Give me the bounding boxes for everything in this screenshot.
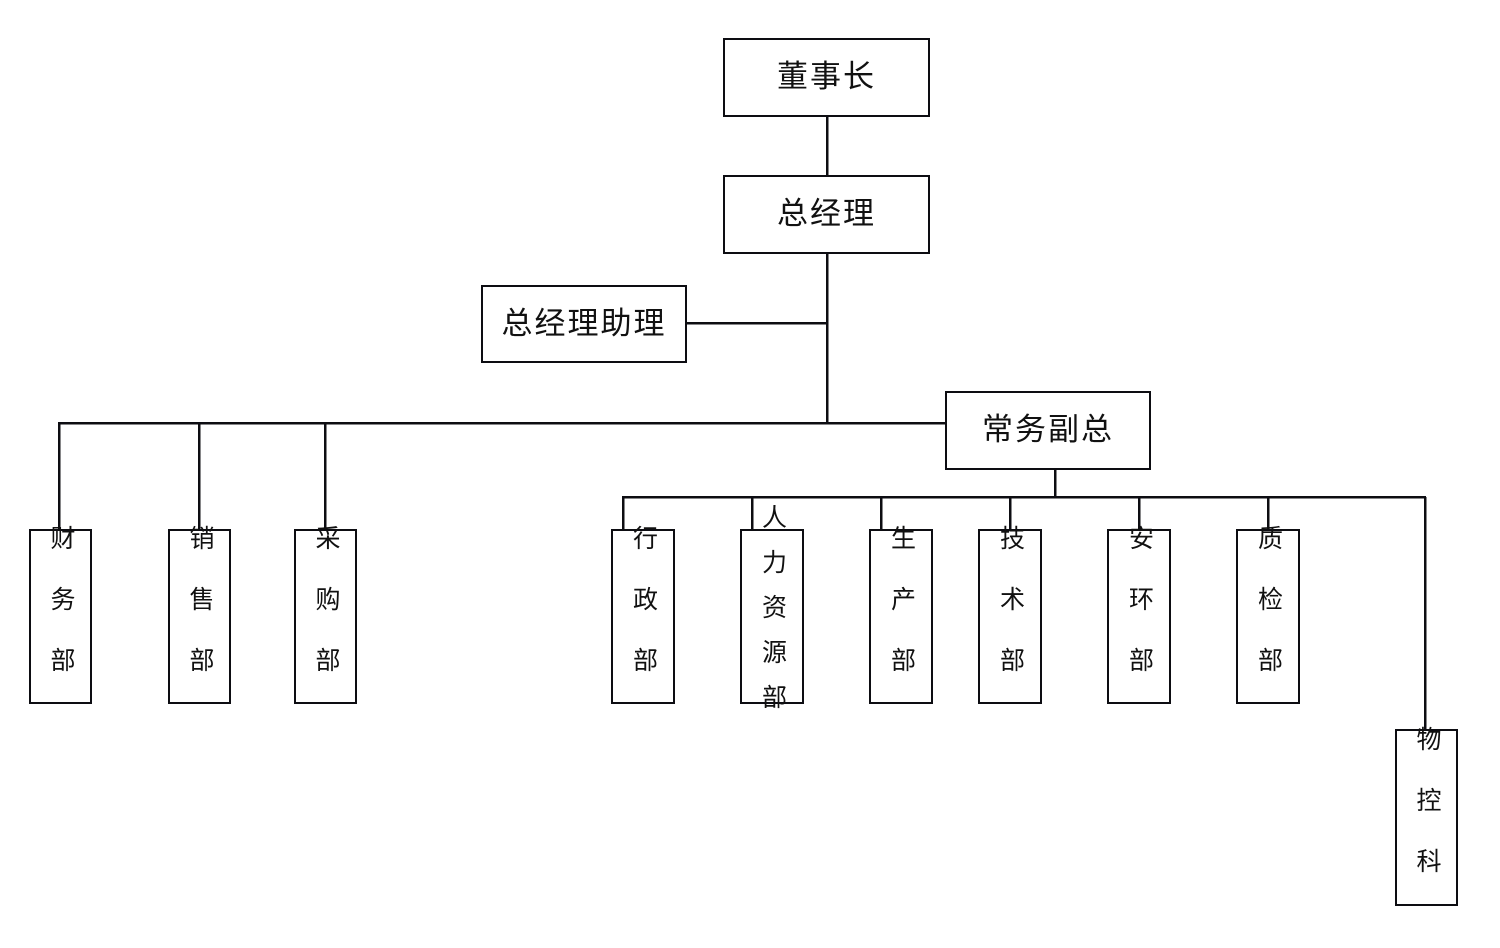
node-dept-safety-environment-label: 安环部 [1125, 525, 1155, 708]
node-dept-quality-inspection-label: 质检部 [1254, 525, 1284, 708]
node-chairman[interactable]: 董事长 [723, 38, 930, 117]
node-executive-vp[interactable]: 常务副总 [945, 391, 1151, 470]
node-dept-procurement[interactable]: 采购部 [294, 525, 357, 708]
node-dept-procurement-label: 采购部 [312, 525, 341, 708]
node-dept-production[interactable]: 生产部 [869, 525, 933, 708]
node-dept-quality-inspection[interactable]: 质检部 [1236, 525, 1300, 708]
node-dept-material-control[interactable]: 物控科 [1395, 726, 1458, 909]
node-dept-administration[interactable]: 行政部 [611, 525, 675, 708]
node-general-manager[interactable]: 总经理 [723, 175, 930, 254]
node-executive-vp-label: 常务副总 [982, 412, 1114, 449]
node-dept-technology[interactable]: 技术部 [978, 525, 1042, 708]
node-dept-technology-label: 技术部 [996, 525, 1026, 708]
node-dept-finance-label: 财务部 [47, 525, 76, 708]
node-dept-material-control-label: 物控科 [1413, 726, 1442, 909]
node-dept-safety-environment[interactable]: 安环部 [1107, 525, 1171, 708]
node-chairman-label: 董事长 [777, 59, 876, 96]
node-dept-human-resources[interactable]: 人力资源部 [740, 504, 804, 729]
node-dept-administration-label: 行政部 [629, 525, 659, 708]
node-dept-human-resources-label: 人力资源部 [758, 504, 788, 729]
node-gm-assistant-label: 总经理助理 [501, 305, 667, 342]
node-dept-production-label: 生产部 [887, 525, 917, 708]
node-general-manager-label: 总经理 [777, 196, 876, 233]
node-dept-finance[interactable]: 财务部 [29, 525, 92, 708]
node-gm-assistant[interactable]: 总经理助理 [481, 285, 687, 363]
node-dept-sales-label: 销售部 [186, 525, 215, 708]
node-dept-sales[interactable]: 销售部 [168, 525, 231, 708]
